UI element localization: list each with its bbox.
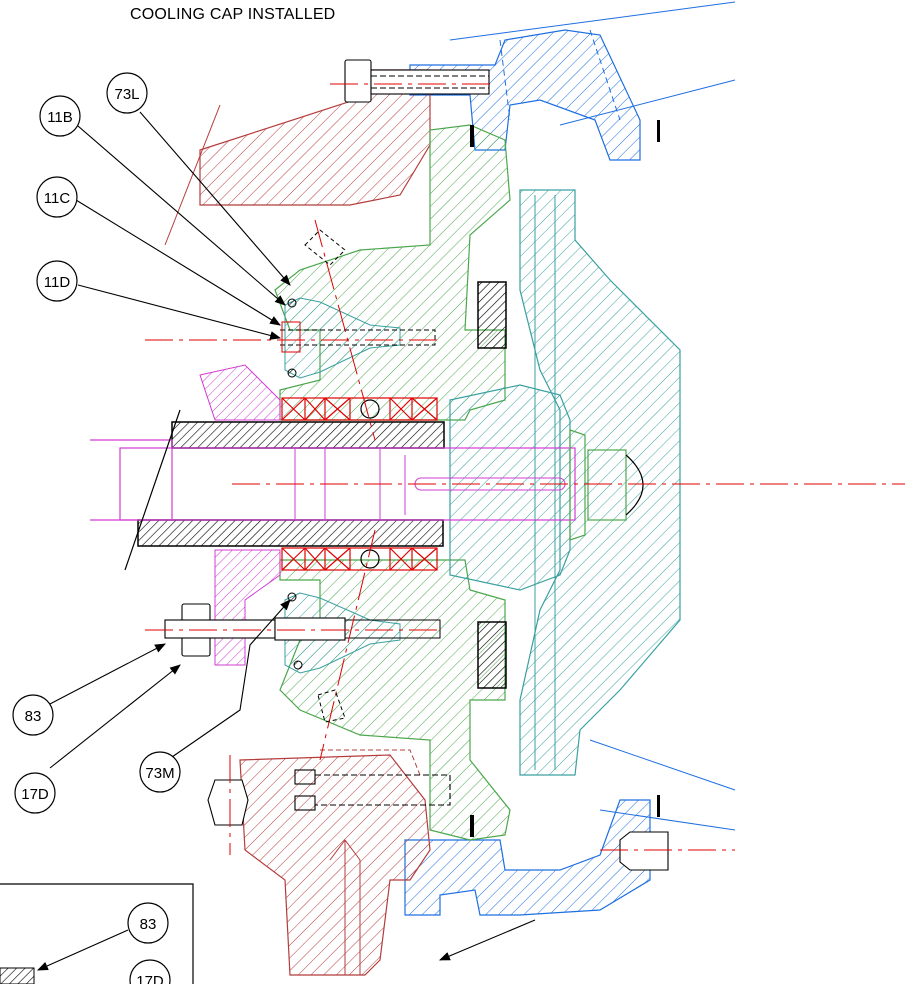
bolts-bottom-frame: [207, 769, 669, 871]
drawing-title: COOLING CAP INSTALLED: [130, 6, 336, 23]
svg-text:83: 83: [140, 916, 157, 933]
svg-text:11D: 11D: [44, 274, 71, 291]
leaders: [47, 111, 536, 961]
callout-73L: 73L: [106, 72, 148, 114]
seal-right-casing-top: [657, 120, 660, 142]
bearing-bottom: [281, 547, 438, 571]
svg-text:73M: 73M: [145, 765, 174, 782]
impeller-nut: [569, 429, 644, 541]
shaft-sleeve-top: [171, 421, 445, 449]
callout-11B: 11B: [39, 95, 81, 137]
casing-top: [409, 1, 736, 161]
seal-bottom-right: [470, 815, 474, 837]
seal-right-casing-bottom: [657, 795, 660, 817]
nozzle-top: [304, 229, 346, 266]
frame-top: [164, 69, 431, 246]
inset-detail: 83 17D: [0, 883, 194, 984]
frame-bottom: [239, 749, 431, 976]
callout-83: 83: [12, 694, 54, 736]
wear-ring-top: [477, 281, 507, 349]
break-line: [124, 409, 181, 571]
bearing-top: [281, 397, 438, 421]
svg-text:11B: 11B: [47, 109, 73, 126]
svg-text:73L: 73L: [114, 86, 139, 103]
nozzle-bottom: [317, 689, 346, 723]
seal-top-right: [470, 125, 474, 147]
svg-text:83: 83: [25, 708, 42, 725]
wear-ring-bottom: [477, 621, 507, 689]
svg-text:17D: 17D: [21, 786, 49, 803]
callout-17D: 17D: [14, 772, 56, 814]
clamp-top: [280, 297, 436, 379]
callout-73M: 73M: [139, 751, 181, 793]
casing-bottom: [404, 739, 736, 916]
svg-text:17D: 17D: [136, 973, 164, 984]
inset-callout-17D: 17D: [129, 959, 171, 984]
inset-callout-83: 83: [127, 902, 169, 944]
impeller: [449, 189, 681, 776]
callout-11C: 11C: [36, 176, 78, 218]
svg-text:11C: 11C: [44, 190, 71, 207]
shaft-sleeve-bottom: [137, 519, 444, 547]
callout-11D: 11D: [36, 260, 78, 302]
bolt-top: [344, 59, 490, 103]
